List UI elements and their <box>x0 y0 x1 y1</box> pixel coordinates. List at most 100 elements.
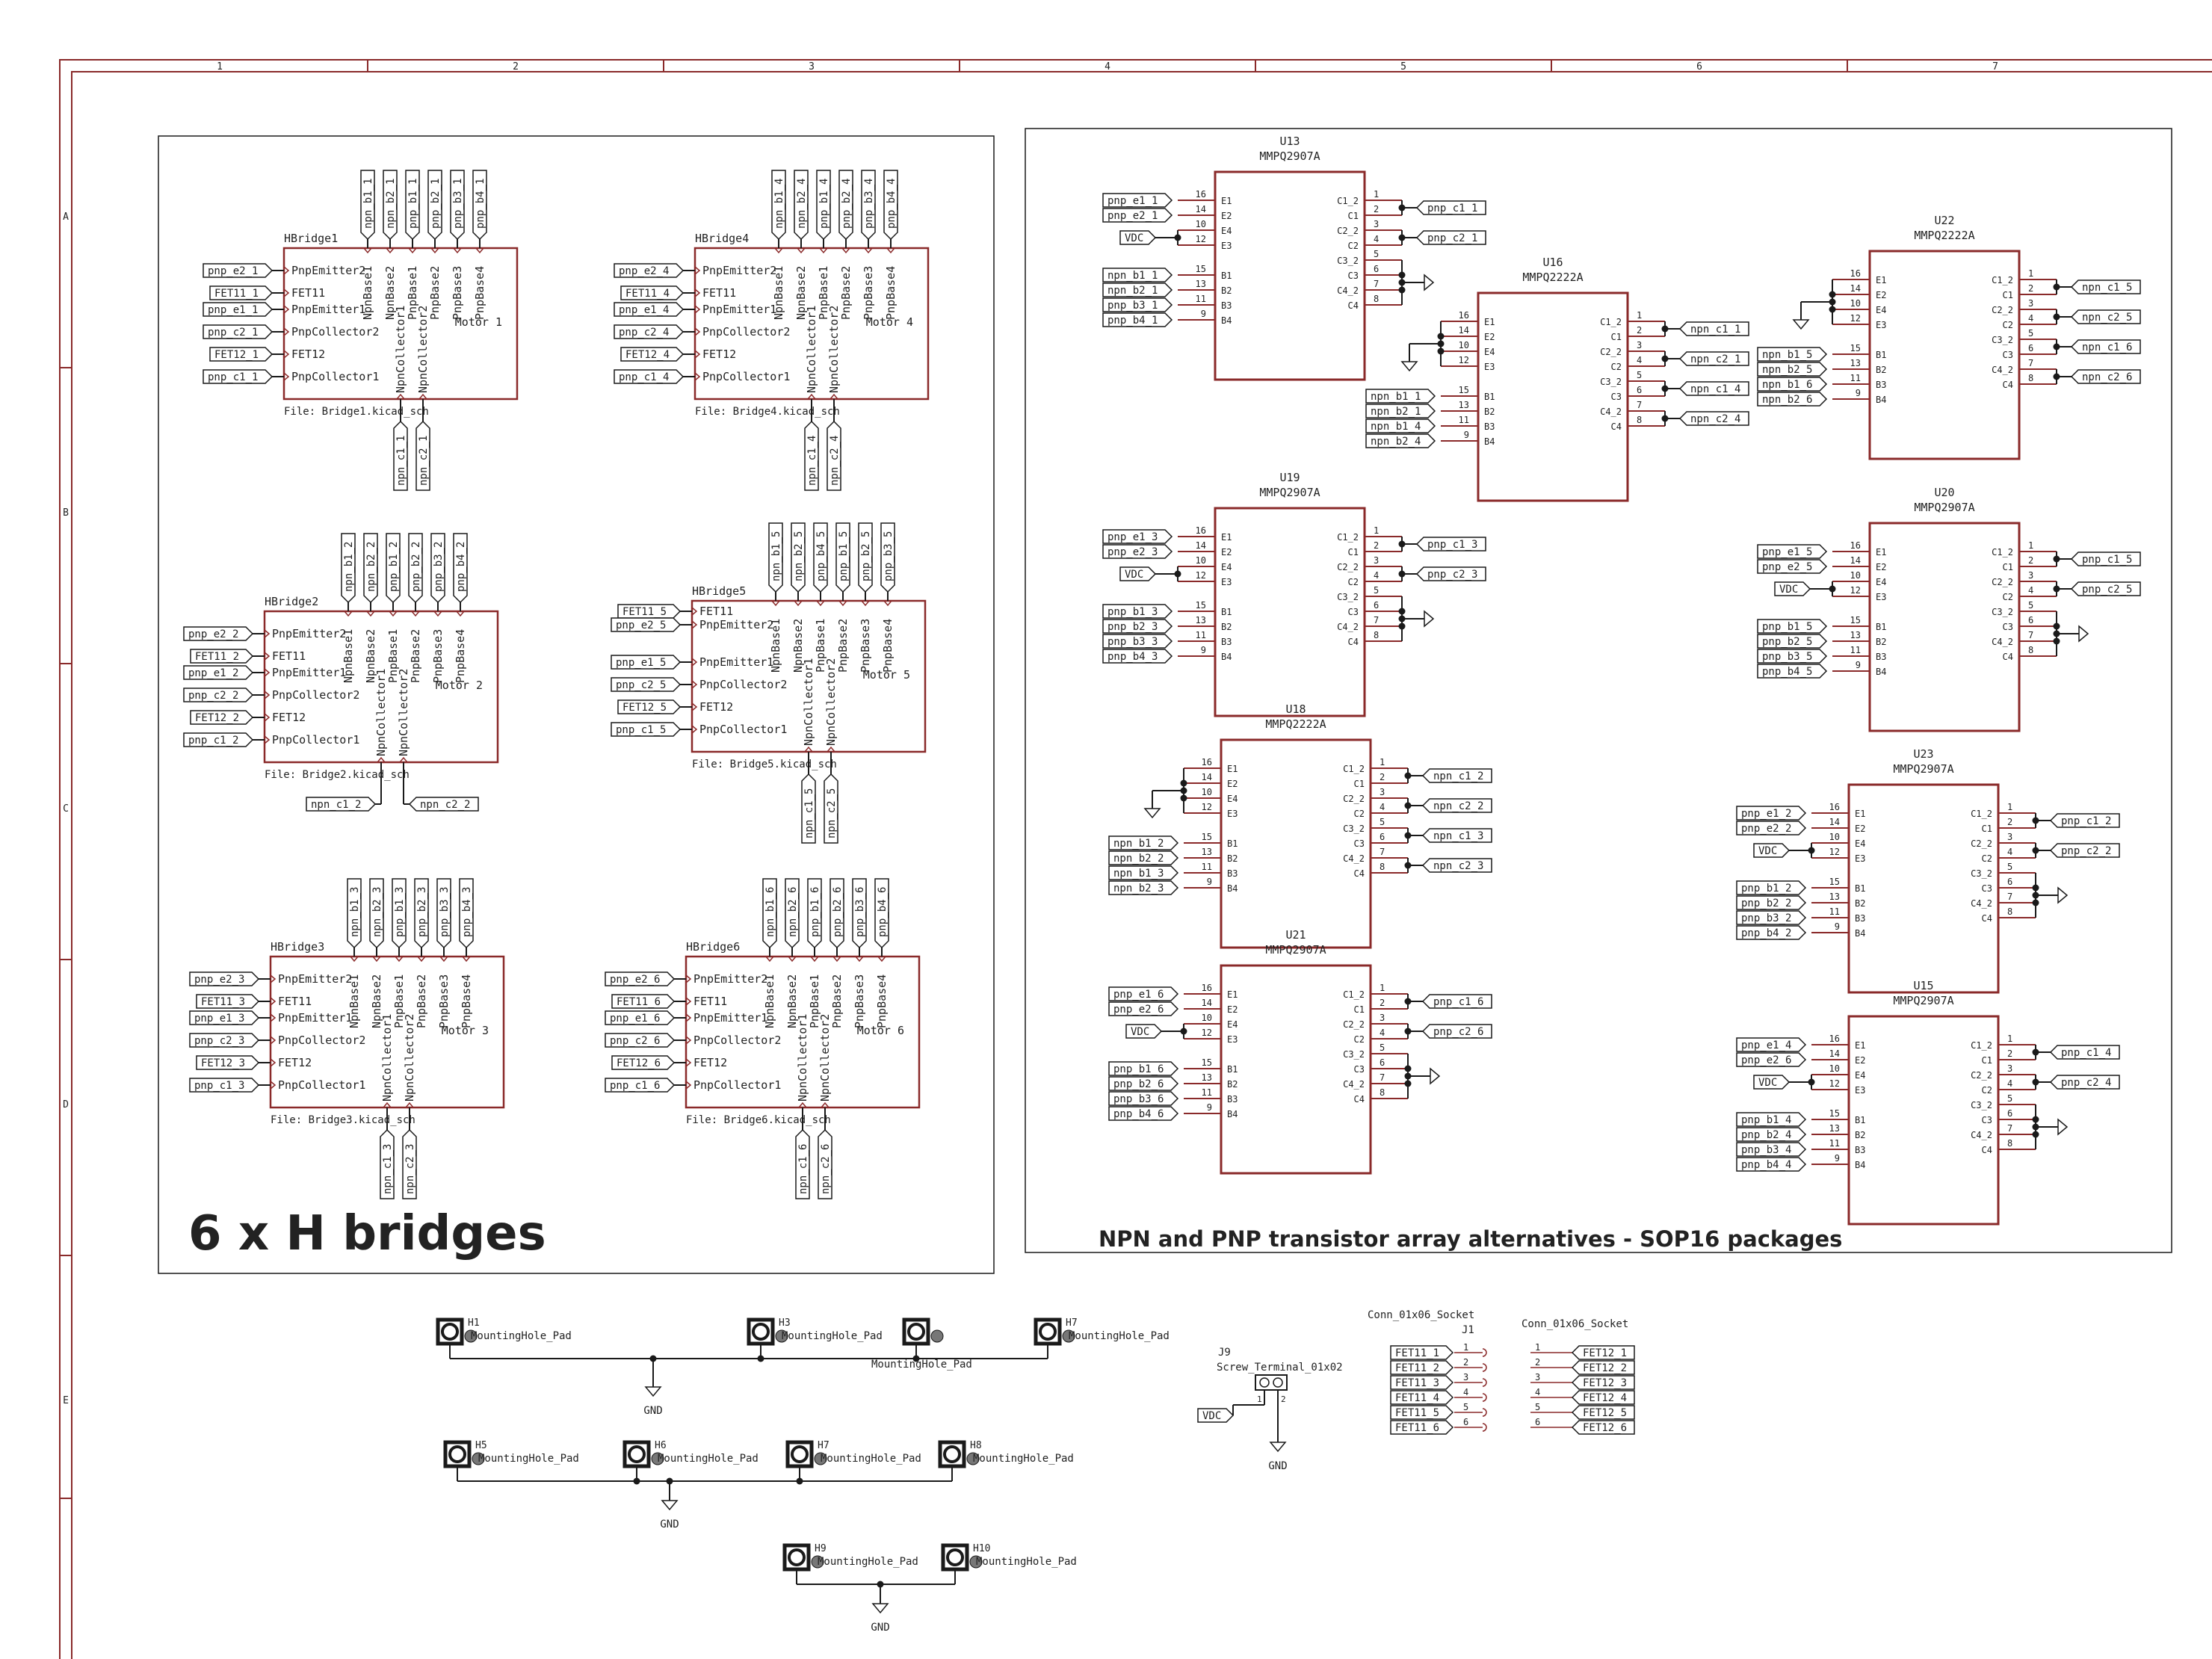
ic-u20: U20MMPQ2907A16E114E210E412E315B113B211B3… <box>1757 486 2141 732</box>
net-label-text: pnp_e2_5 <box>616 620 666 631</box>
net-label: npn_c1_5 <box>2070 279 2141 294</box>
net-label-text: FET12_3 <box>201 1057 245 1069</box>
net-label-text: pnp_c1_2 <box>2061 815 2111 827</box>
sheet-pin-shape <box>456 611 465 617</box>
pin-number: 3 <box>1637 340 1642 350</box>
pin-number: 16 <box>1202 757 1212 767</box>
pin-name: C4_2 <box>1971 898 1992 909</box>
ic-u13: U13MMPQ2907A16E114E210E412E315B113B211B3… <box>1102 135 1486 381</box>
pin-name: E1 <box>1855 809 1865 819</box>
net-label-text: pnp_b3_3 <box>439 887 451 937</box>
outer-border <box>59 59 2212 1659</box>
sheet-pin-shape <box>883 600 892 607</box>
net-label-text: pnp_c1_6 <box>610 1080 660 1092</box>
sheet-pin-shape <box>475 247 484 254</box>
junction-dot <box>1829 291 1836 298</box>
net-label-shape <box>1757 544 1828 559</box>
sheet-pin-shape <box>372 956 381 963</box>
net-label-text: FET11_6 <box>1395 1422 1439 1434</box>
mounting-hole-icon <box>930 1329 944 1343</box>
pin-number: 6 <box>2007 877 2012 887</box>
pin-name: E2 <box>1876 290 1886 300</box>
sheet-file: File: Bridge5.kicad_sch <box>692 759 837 770</box>
pin-number: 13 <box>1202 1072 1212 1083</box>
pin-number: 11 <box>1202 1087 1212 1098</box>
net-label-text: npn_b2_2 <box>365 542 377 592</box>
net-label: FET11_6 <box>1390 1420 1454 1435</box>
net-label-shape <box>1415 537 1486 552</box>
pin-number: 10 <box>1196 219 1206 229</box>
sheet-pin-shape <box>810 956 819 963</box>
junction-dot <box>1174 570 1181 578</box>
pin-name: C1_2 <box>1971 809 1992 819</box>
net-label-shape <box>408 533 423 604</box>
junction-dot <box>1180 794 1187 802</box>
pin-name: C3 <box>1982 1115 1992 1125</box>
sheet-pin-label: PnpEmitter2 <box>291 264 365 277</box>
net-label: pnp_e2_6 <box>605 971 676 986</box>
pin-number: 16 <box>1850 540 1861 551</box>
gnd-text: GND <box>1268 1460 1287 1472</box>
net-label-text: pnp_e1_6 <box>1113 989 1164 1001</box>
gnd-symbol: GND <box>1268 1442 1288 1472</box>
net-label-text: pnp_b4_3 <box>461 887 473 937</box>
sheet-pin-shape <box>264 735 271 744</box>
net-label-shape <box>620 285 685 300</box>
net-label-text: VDC <box>1125 569 1143 581</box>
sheet-pin-shape <box>417 956 426 963</box>
net-label-shape <box>436 878 451 949</box>
net-label-text: FET11_2 <box>1395 1362 1439 1374</box>
net-label: pnp_e1_1 <box>1102 193 1173 208</box>
sheet-pin-shape <box>694 350 701 359</box>
net-label-shape <box>852 878 867 949</box>
gnd-symbol: GND <box>871 1603 890 1634</box>
pin-name: C2_2 <box>1971 1070 1992 1081</box>
pin-name: C3_2 <box>1600 377 1622 387</box>
net-label-shape <box>1421 768 1492 783</box>
pin-name: C2 <box>1354 809 1365 819</box>
net-label-text: pnp_b1_6 <box>809 887 821 937</box>
pin-number: 8 <box>1637 415 1642 425</box>
net-label-text: npn_b1_3 <box>1113 868 1164 880</box>
net-label-text: npn_c1_5 <box>803 788 815 838</box>
net-label-shape <box>1571 1360 1635 1375</box>
net-label: pnp_e2_3 <box>1102 544 1173 559</box>
pin-name: C4 <box>1982 1145 1992 1155</box>
sheet-pin-label: PnpBase1 <box>406 266 419 320</box>
pin-number: 13 <box>1850 630 1861 640</box>
net-label-text: npn_b2_4 <box>796 179 808 229</box>
net-label: pnp_b3_2 <box>1736 910 1807 925</box>
sheet-pin-label: PnpBase4 <box>884 266 898 320</box>
ic-value: MMPQ2222A <box>1522 271 1583 284</box>
net-label: pnp_c2_5 <box>2070 581 2141 596</box>
sheet-pin-shape <box>411 611 420 617</box>
net-label-shape <box>1365 404 1436 418</box>
pin-name: C1 <box>1354 779 1365 789</box>
pin-number: 7 <box>2028 630 2033 640</box>
sheet-pin-shape <box>832 956 841 963</box>
pin-number: 14 <box>1850 555 1861 566</box>
pin-number: 7 <box>1637 400 1642 410</box>
pin-name: B3 <box>1484 421 1495 432</box>
net-label-shape <box>453 533 468 604</box>
column-marker: 4 <box>1105 61 1110 72</box>
sheet-file: File: Bridge2.kicad_sch <box>265 769 410 781</box>
terminal-value: Screw_Terminal_01x02 <box>1217 1362 1343 1374</box>
pin-name: C4_2 <box>1600 407 1622 417</box>
net-label-shape <box>1108 986 1179 1001</box>
junction-dot <box>912 1355 920 1362</box>
net-label-text: npn_b2_1 <box>385 179 397 229</box>
ic-value: MMPQ2907A <box>1914 501 1974 514</box>
pin-name: C3_2 <box>1992 607 2013 617</box>
net-label-text: pnp_c2_1 <box>208 327 258 339</box>
pin-number: 4 <box>1637 355 1642 365</box>
connector-pin: 6 <box>1463 1417 1468 1427</box>
net-label-text: pnp_c1_1 <box>208 371 258 383</box>
net-label: npn_c1_6 <box>2070 339 2141 354</box>
net-label-shape <box>1390 1345 1454 1360</box>
sheet-pin-shape <box>264 691 271 699</box>
sheet-pin-shape <box>794 600 803 607</box>
net-label-text: npn_b1_1 <box>1107 270 1158 282</box>
net-label-shape <box>1365 418 1436 433</box>
